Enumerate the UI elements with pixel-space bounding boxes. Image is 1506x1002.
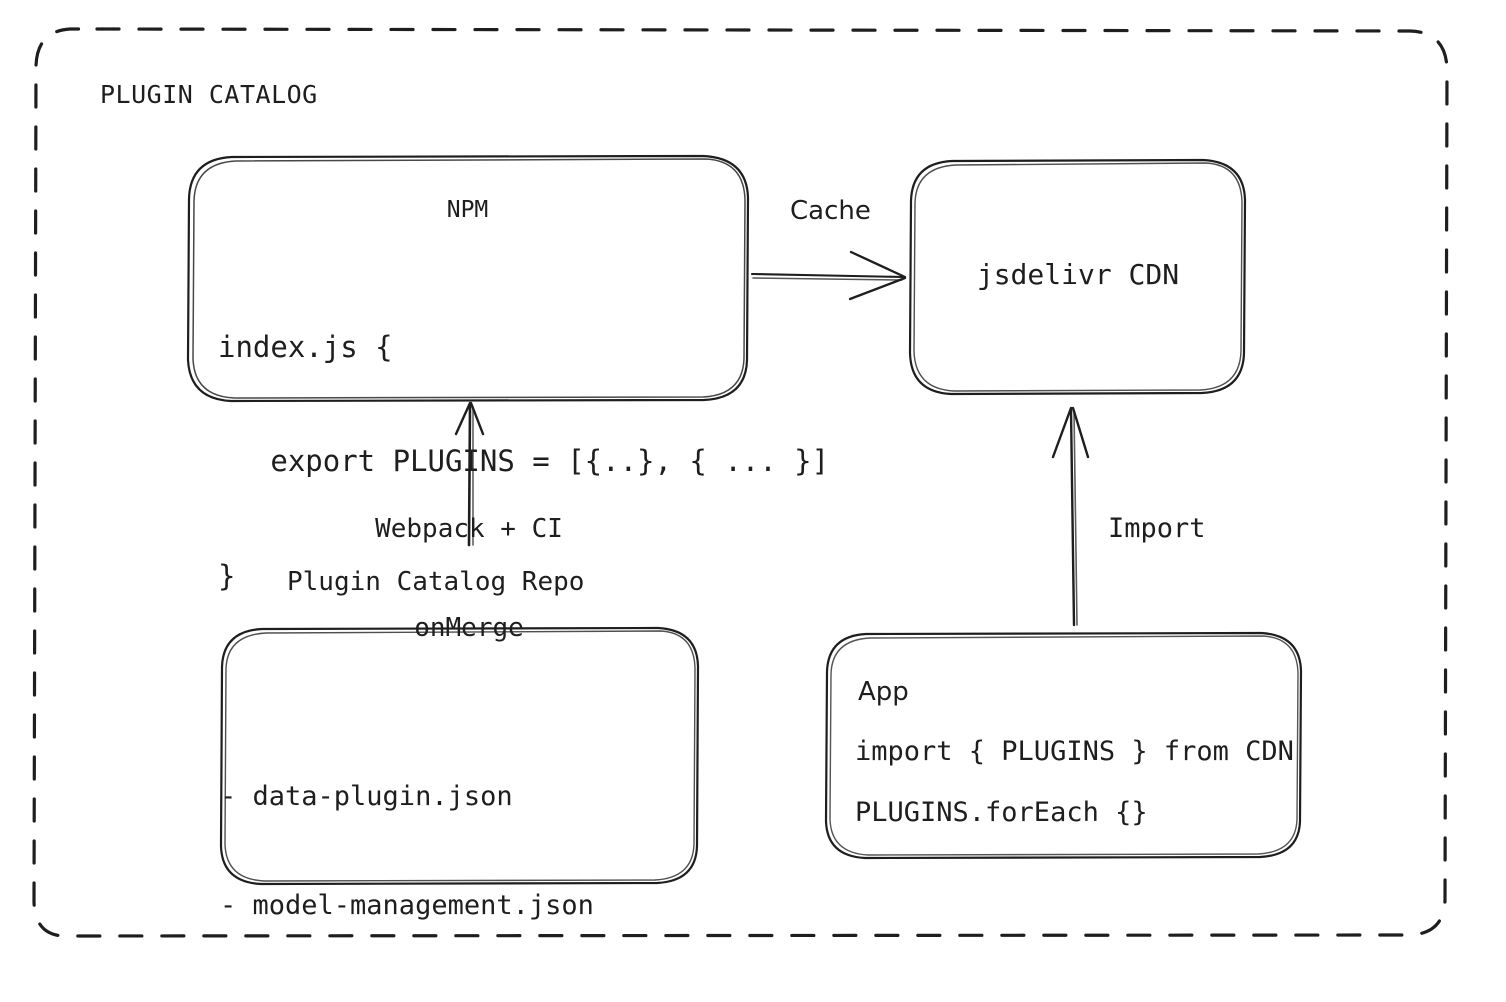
npm-node-title: NPM [446,197,489,223]
edge-label-import: Import [1108,513,1206,544]
npm-node-code: index.js { export PLUGINS = [{..}, { ...… [218,251,829,672]
npm-code-line-2: export PLUGINS = [{..}, { ... }] [218,444,830,479]
group-title: PLUGIN CATALOG [100,80,318,109]
app-code-line-1: import { PLUGINS } from CDN [855,736,1294,767]
npm-code-line-1: index.js { [218,329,393,364]
edge-label-cache: Cache [790,196,871,226]
edge-label-webpack-ci-line1: Webpack + CI [375,513,563,544]
edge-app-to-cdn [1051,406,1090,627]
repo-list-item-1: - data-plugin.json [220,780,513,812]
repo-list-item-3: ... [220,998,594,1002]
repo-node-file-list: - data-plugin.json - model-management.js… [220,706,594,1002]
repo-node-caption: Plugin Catalog Repo [287,567,585,597]
edge-label-webpack-ci: Webpack + CI onMerge [373,446,565,712]
app-code-line-2: PLUGINS.forEach {} [855,797,1148,828]
edge-label-webpack-ci-line2: onMerge [414,613,524,644]
cdn-node-label: jsdelivr CDN [976,258,1180,291]
app-node-title: App [858,677,909,707]
npm-code-line-3: } [218,559,236,594]
repo-list-item-2: - model-management.json [220,890,594,922]
